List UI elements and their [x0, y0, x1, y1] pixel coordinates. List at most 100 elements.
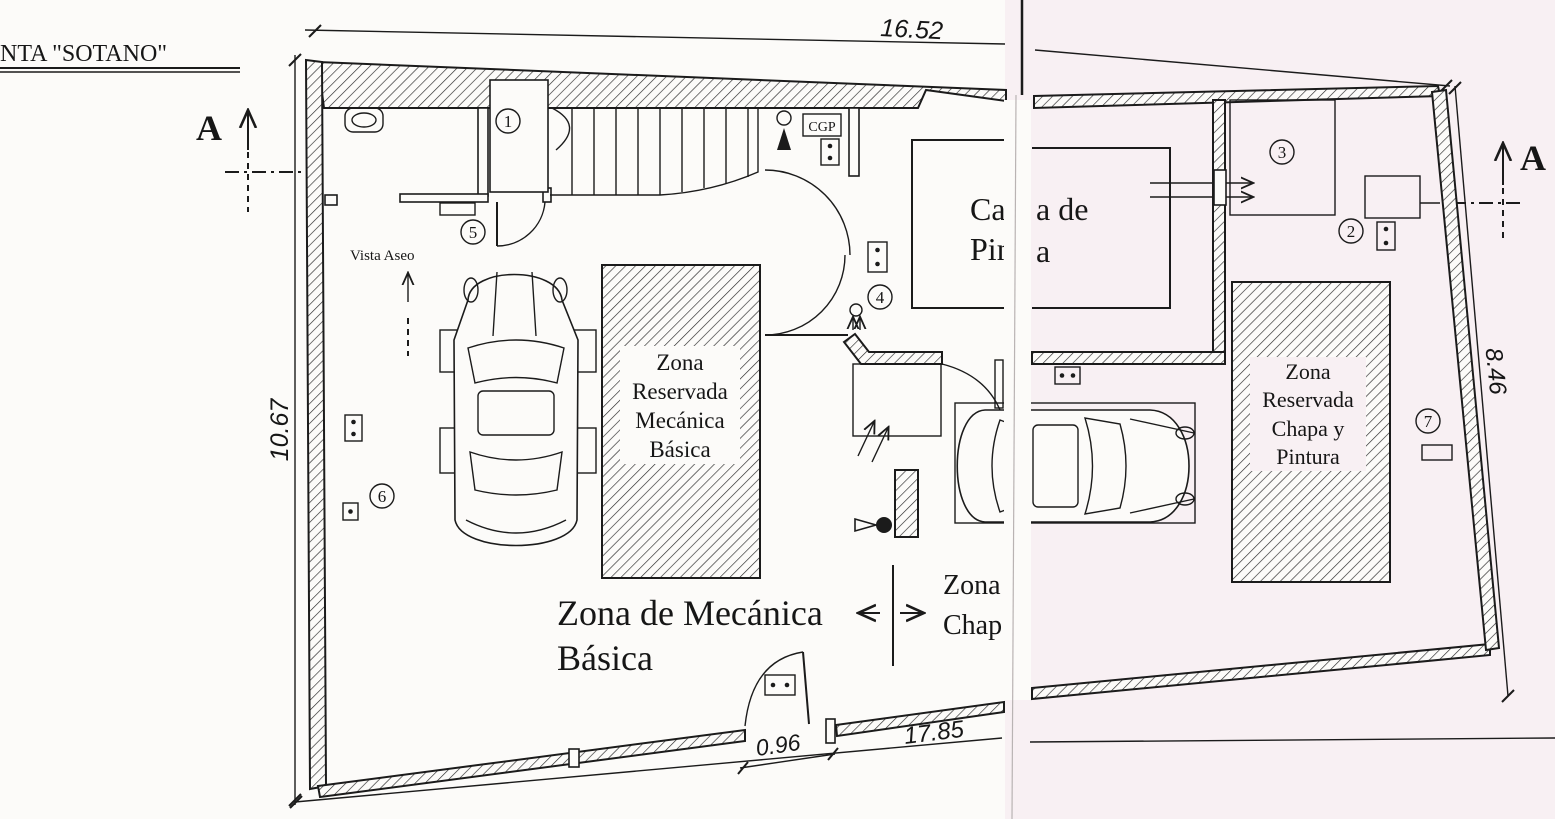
fold-line: [1011, 94, 1017, 819]
socket-pin: [1070, 373, 1076, 378]
marker-1: 1: [495, 108, 521, 134]
socket-icon: [867, 241, 888, 273]
dimension-right: 8.46: [1448, 81, 1515, 703]
dimension-tick: [308, 24, 322, 38]
bathroom-corner: [324, 194, 338, 206]
paint-booth-label: a de: [1036, 191, 1088, 227]
bathroom-wall-vertical: [477, 107, 489, 197]
double-door-icon: [764, 169, 851, 336]
socket-box: [867, 241, 888, 273]
zone-mechanics-title: Zona de Mecánica: [557, 593, 823, 633]
marker-6: 6: [369, 483, 395, 509]
car-windshield: [1083, 417, 1127, 515]
dimension-tick: [289, 795, 303, 809]
socket-box: [344, 414, 363, 442]
paint-booth-label: a: [1036, 233, 1050, 269]
bottom-wall-jamb: [568, 748, 580, 768]
ramp-box: [852, 363, 942, 437]
socket-box: [764, 674, 796, 696]
dimension-label-door: 0.96: [754, 729, 802, 761]
marker-circle: [369, 483, 395, 509]
socket-pin: [827, 143, 833, 149]
paint-booth-label: Ca: [970, 191, 1006, 227]
door-leaf: [802, 651, 810, 725]
interior-wall-vertical: [1212, 99, 1226, 363]
socket-pin: [351, 419, 356, 425]
dimension-label-top: 16.52: [880, 14, 944, 45]
socket-icon: [820, 138, 840, 166]
element-7-box: [1421, 444, 1453, 461]
sink-basin: [344, 107, 384, 133]
bathroom-wall-horizontal: [399, 193, 489, 203]
left-wall: [304, 58, 328, 791]
marker-number: 6: [378, 487, 387, 506]
paint-booth-right: [1032, 147, 1171, 309]
socket-box: [1376, 221, 1396, 251]
dimension-tick: [288, 793, 302, 807]
bottom-wall-middle: [834, 700, 1005, 738]
marker-circle: [1269, 139, 1295, 165]
car-roof: [1032, 424, 1079, 508]
zone-mechanics-label: Zona: [656, 350, 703, 375]
marker-number: 2: [1347, 222, 1356, 241]
socket-pin: [784, 682, 790, 688]
dimension-label-left: 10.67: [266, 398, 294, 462]
socket-pin: [1059, 373, 1065, 378]
marker-number: 4: [876, 288, 885, 307]
marker-number: 1: [504, 112, 513, 131]
dimension-label-right: 8.46: [1480, 347, 1512, 397]
ramp-arrow: [857, 422, 874, 457]
marker-circle: [1415, 408, 1441, 434]
car-headlight: [1175, 426, 1195, 440]
marker-circle: [1338, 218, 1364, 244]
zone-bodywork-label: Chapa y: [1272, 416, 1345, 441]
car-roof: [477, 390, 555, 436]
meter-body: [777, 128, 791, 150]
dimension-line: [739, 753, 836, 769]
car-icon: [439, 271, 597, 547]
socket-icon: [344, 414, 363, 442]
switch-box: [342, 502, 359, 521]
dimension-tick: [1501, 689, 1515, 703]
extraction-duct: [1213, 169, 1227, 206]
dimension-tick: [827, 747, 839, 761]
car-headlight: [463, 277, 479, 303]
zone-bodywork-title: Zona: [943, 570, 1001, 601]
stairs-outline: [550, 107, 759, 196]
bottom-wall-left: [316, 728, 746, 799]
car-hood-line: [1129, 498, 1195, 514]
car-headlight: [1175, 492, 1195, 506]
stair-door-swing: [551, 107, 571, 151]
dimension-tick: [1448, 81, 1462, 95]
socket-icon: [764, 674, 796, 696]
door-swing-lower: [764, 254, 846, 336]
car-rear-bumper: [465, 519, 567, 534]
socket-pin: [875, 247, 880, 253]
sink-icon: [344, 107, 384, 133]
socket-pin: [875, 261, 880, 267]
car-rear-window: [469, 450, 563, 496]
zone-bodywork-label: Reservada: [1262, 387, 1354, 412]
door-swing: [744, 651, 804, 727]
marker-circle: [460, 219, 486, 245]
door-icon: [496, 201, 546, 247]
marker-7: 7: [1415, 408, 1441, 434]
car-hood-line: [531, 271, 537, 337]
socket-pin: [770, 682, 776, 688]
cgp-label: CGP: [808, 120, 835, 135]
zone-bodywork-title: Chap: [943, 610, 1002, 641]
section-letter: A: [196, 108, 222, 148]
socket-icon: [1054, 366, 1081, 385]
zone-mechanics-label: Básica: [649, 437, 710, 462]
zone-bodywork-label: Pintura: [1276, 444, 1340, 469]
section-letter: A: [1520, 138, 1546, 178]
marker-5: 5: [460, 219, 486, 245]
dimension-line: [304, 29, 1006, 45]
socket-box: [1054, 366, 1081, 385]
marker-circle: [867, 284, 893, 310]
zone-mechanics-label: Reservada: [632, 379, 728, 404]
column: [894, 469, 919, 538]
dimension-left: 10.67: [266, 53, 302, 807]
door-swing: [496, 201, 546, 247]
